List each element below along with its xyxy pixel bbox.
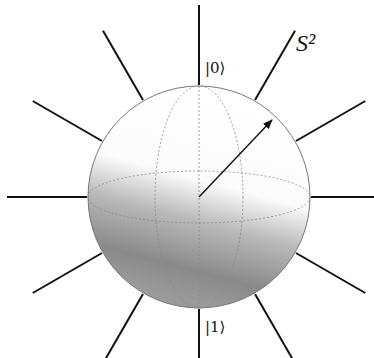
radial-line: [198, 5, 200, 85]
radial-line: [255, 31, 295, 100]
radial-line: [255, 294, 295, 358]
state-vector: [199, 120, 272, 197]
radial-line: [198, 309, 200, 358]
sphere: [88, 86, 310, 308]
radial-lines: [7, 5, 374, 358]
radial-line: [296, 253, 365, 293]
sphere-label: S²: [296, 30, 315, 56]
ket-label: |1⟩: [205, 319, 225, 336]
ket-label: |0⟩: [205, 60, 225, 77]
radial-line: [103, 31, 143, 100]
radial-line: [33, 253, 102, 293]
radial-line: [33, 101, 102, 141]
radial-line: [7, 196, 87, 198]
radial-line: [296, 101, 365, 141]
radial-line: [103, 294, 143, 358]
radial-line: [311, 196, 374, 198]
